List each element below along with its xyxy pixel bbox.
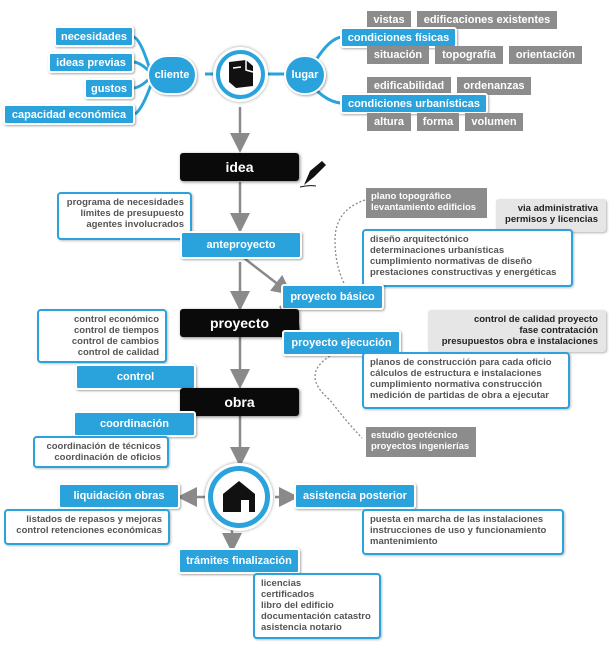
note-line: estudio geotécnico bbox=[371, 430, 458, 441]
coordinacion-notes: coordinación de técnicos coordinación de… bbox=[33, 436, 169, 468]
stage-idea: idea bbox=[180, 153, 299, 181]
stage-obra-label: obra bbox=[224, 394, 255, 410]
urbanisticas-tag: edificabilidad bbox=[367, 77, 451, 95]
notebook-icon bbox=[229, 60, 254, 88]
lugar-node: lugar bbox=[284, 55, 326, 95]
control-node: control bbox=[75, 364, 196, 390]
note-line: cumplimiento normativas de diseño bbox=[370, 256, 533, 267]
anteproyecto-node: anteproyecto bbox=[180, 231, 302, 259]
note-line: licencias bbox=[261, 578, 302, 589]
note-line: cálculos de estructura e instalaciones bbox=[370, 368, 542, 379]
note-line: control retenciones económicas bbox=[16, 525, 162, 536]
note-line: via administrativa bbox=[517, 203, 598, 214]
note-line: control económico bbox=[74, 314, 159, 325]
anteproyecto-notes: programa de necesidades límites de presu… bbox=[57, 192, 192, 240]
cliente-item: necesidades bbox=[54, 26, 134, 47]
proyecto-ejecucion-node: proyecto ejecución bbox=[282, 330, 401, 356]
note-line: control de calidad bbox=[77, 347, 159, 358]
urbanisticas-tag: volumen bbox=[465, 113, 523, 131]
note-line: coordinación de oficios bbox=[54, 452, 161, 463]
note-line: programa de necesidades bbox=[66, 197, 184, 208]
proyecto-basico-node: proyecto básico bbox=[281, 284, 384, 310]
urbanisticas-tag: ordenanzas bbox=[457, 77, 531, 95]
note-line: planos de construcción para cada oficio bbox=[370, 357, 552, 368]
note-line: instrucciones de uso y funcionamiento bbox=[370, 525, 547, 536]
stage-idea-label: idea bbox=[225, 159, 254, 175]
house-icon bbox=[223, 481, 255, 512]
top-hub-circle bbox=[213, 47, 268, 102]
note-line: fase contratación bbox=[519, 325, 598, 336]
cliente-node: cliente bbox=[147, 55, 197, 95]
cliente-item: ideas previas bbox=[48, 52, 134, 73]
note-line: límites de presupuesto bbox=[80, 208, 184, 219]
asistencia-notes: puesta en marcha de las instalaciones in… bbox=[362, 509, 564, 555]
note-line: mantenimiento bbox=[370, 536, 438, 547]
note-line: prestaciones constructivas y energéticas bbox=[370, 267, 557, 278]
ejecucion-previous: estudio geotécnico proyectos ingenierías bbox=[366, 427, 476, 457]
basico-admin: via administrativa permisos y licencias bbox=[496, 199, 606, 232]
ejecucion-notes: planos de construcción para cada oficio … bbox=[362, 352, 570, 409]
lugar-label: lugar bbox=[291, 69, 319, 81]
cliente-item: capacidad económica bbox=[3, 104, 135, 125]
coordinacion-node: coordinación bbox=[73, 411, 196, 437]
asistencia-node: asistencia posterior bbox=[294, 483, 416, 509]
stage-proyecto-label: proyecto bbox=[209, 315, 270, 331]
liquidacion-notes: listados de repasos y mejoras control re… bbox=[4, 509, 170, 545]
cliente-item: gustos bbox=[84, 78, 134, 99]
note-line: cumplimiento normativa construcción bbox=[370, 379, 543, 390]
stage-proyecto: proyecto bbox=[180, 309, 299, 337]
main-flow-arrows bbox=[177, 107, 301, 553]
bottom-hub-circle bbox=[205, 463, 273, 531]
urbanisticas-tag: forma bbox=[417, 113, 459, 131]
tramites-node: trámites finalización bbox=[178, 548, 300, 574]
condiciones-fisicas: condiciones físicas bbox=[340, 27, 457, 48]
cliente-label: cliente bbox=[154, 69, 190, 81]
note-line: asistencia notario bbox=[261, 622, 342, 633]
tramites-notes: licencias certificados libro del edifici… bbox=[253, 573, 381, 639]
note-line: control de calidad proyecto bbox=[473, 314, 598, 325]
condiciones-urbanisticas: condiciones urbanísticas bbox=[340, 93, 488, 114]
note-line: listados de repasos y mejoras bbox=[26, 514, 162, 525]
ejecucion-admin: control de calidad proyecto fase contrat… bbox=[428, 310, 606, 352]
note-line: certificados bbox=[261, 589, 315, 600]
note-line: diseño arquitectónico bbox=[370, 234, 469, 245]
note-line: plano topográfico bbox=[371, 191, 452, 202]
note-line: documentación catastro bbox=[261, 611, 371, 622]
fisicas-tag: topografía bbox=[435, 46, 503, 64]
note-line: proyectos ingenierías bbox=[371, 441, 470, 452]
urbanisticas-tag: altura bbox=[367, 113, 411, 131]
note-line: medición de partidas de obra a ejecutar bbox=[370, 390, 549, 401]
stage-obra: obra bbox=[180, 388, 299, 416]
note-line: presupuestos obra e instalaciones bbox=[441, 336, 598, 347]
note-line: control de cambios bbox=[71, 336, 159, 347]
basico-previous: plano topográfico levantamiento edificio… bbox=[366, 188, 487, 218]
fisicas-tag: orientación bbox=[509, 46, 582, 64]
fisicas-tag: situación bbox=[367, 46, 429, 64]
note-line: levantamiento edificios bbox=[371, 202, 477, 213]
note-line: libro del edificio bbox=[261, 600, 334, 611]
basico-notes: diseño arquitectónico determinaciones ur… bbox=[362, 229, 573, 287]
note-line: agentes involucrados bbox=[86, 219, 184, 230]
note-line: puesta en marcha de las instalaciones bbox=[370, 514, 544, 525]
note-line: control de tiempos bbox=[74, 325, 159, 336]
note-line: coordinación de técnicos bbox=[46, 441, 161, 452]
control-notes: control económico control de tiempos con… bbox=[37, 309, 167, 363]
dashed-links bbox=[314, 199, 366, 439]
fisicas-tag: edificaciones existentes bbox=[417, 11, 557, 29]
liquidacion-node: liquidación obras bbox=[58, 483, 180, 509]
pencil-icon bbox=[300, 161, 326, 188]
note-line: permisos y licencias bbox=[505, 214, 598, 225]
fisicas-tag: vistas bbox=[367, 11, 411, 29]
note-line: determinaciones urbanísticas bbox=[370, 245, 505, 256]
